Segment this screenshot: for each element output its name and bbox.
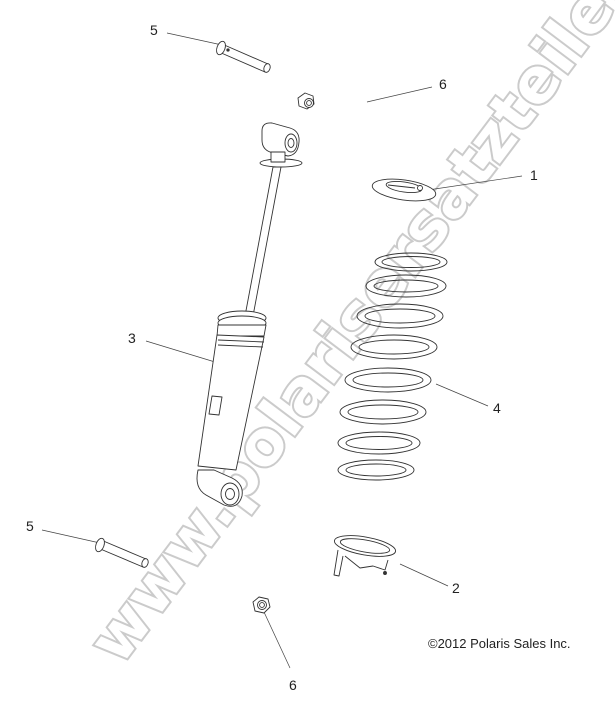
callout-4: 4: [493, 400, 501, 416]
callout-2: 2: [452, 580, 460, 596]
upper-spring-retainer-icon: [371, 178, 437, 202]
callout-1: 1: [530, 167, 538, 183]
coil-spring-icon: [337, 252, 448, 481]
shock-absorber-icon: [196, 122, 303, 507]
lower-spring-retainer-icon: [333, 535, 397, 577]
nut-lower-icon: [252, 596, 271, 614]
callout-5-upper: 5: [150, 22, 158, 38]
leader-lines: [41, 32, 523, 669]
callout-3: 3: [128, 330, 136, 346]
callout-5-lower: 5: [26, 518, 34, 534]
copyright-notice: ©2012 Polaris Sales Inc.: [428, 636, 571, 651]
callout-6-lower: 6: [289, 677, 297, 693]
bolt-upper-icon: [216, 40, 271, 73]
bolt-lower-icon: [95, 537, 149, 568]
callout-6-upper: 6: [439, 76, 447, 92]
nut-upper-icon: [297, 92, 315, 110]
